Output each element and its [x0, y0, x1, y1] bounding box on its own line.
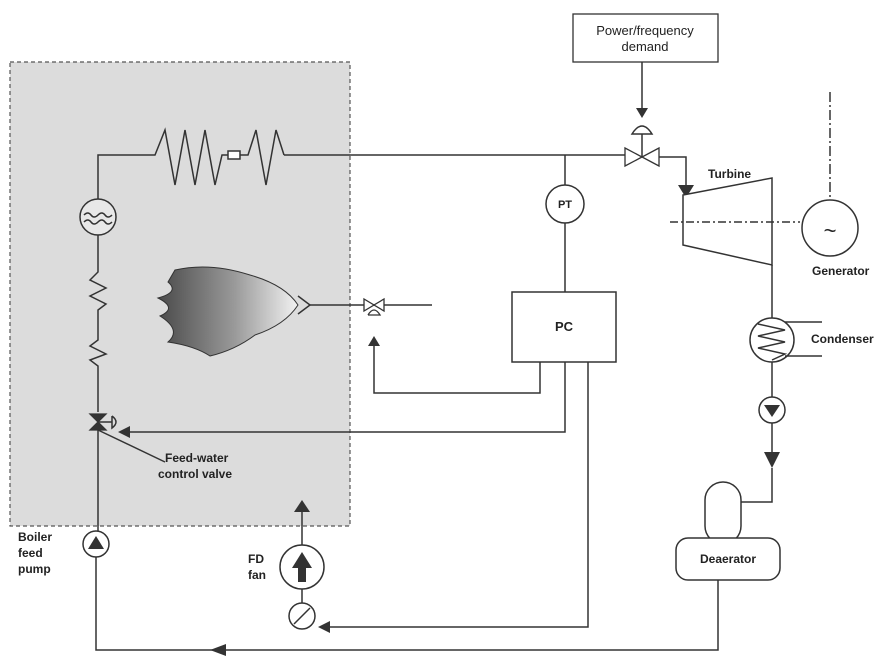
condensate-line — [740, 423, 773, 503]
deaerator-tank — [675, 537, 781, 581]
feed-water-actuator — [98, 415, 117, 430]
condenser-label: Condenser — [811, 332, 874, 346]
demand-box — [572, 13, 719, 63]
superheater-coil — [97, 127, 228, 200]
return-line — [95, 557, 719, 651]
downcomer-line — [88, 235, 108, 412]
pt-label: PT — [558, 199, 572, 211]
fw-valve-label-2: control valve — [158, 467, 232, 481]
deaerator-label: Deaerator — [700, 552, 756, 566]
pc-to-feedwater-arrow — [118, 426, 130, 438]
demand-label-2: demand — [622, 39, 669, 54]
pc-to-fd-fan — [330, 362, 589, 628]
return-arrow — [210, 644, 226, 656]
fw-valve-label-1: Feed-water — [165, 451, 229, 465]
feed-water-pointer — [97, 429, 166, 463]
fuel-valve-actuator — [367, 309, 382, 316]
fuel-signal-arrow — [368, 336, 380, 346]
pc-to-fuel-valve — [373, 346, 541, 394]
boiler-pump-label-1: Boiler — [18, 530, 52, 544]
steam-to-turbine — [659, 156, 687, 185]
pc-controller — [511, 291, 617, 363]
valve-actuator — [630, 125, 654, 135]
generator-symbol: ~ — [824, 218, 837, 243]
boiler-feed-pump-arrow — [88, 536, 104, 549]
turbine-label: Turbine — [708, 167, 751, 181]
superheater-junction — [227, 150, 241, 160]
fd-fan-label-2: fan — [248, 568, 266, 582]
boiler-pump-label-2: feed — [18, 546, 43, 560]
fd-air-arrow — [294, 500, 310, 512]
condensate-pump-arrow — [764, 405, 780, 417]
deaerator-dome — [704, 481, 742, 545]
pc-to-fd-fan-arrow — [318, 621, 330, 633]
condenser-coil — [757, 321, 822, 361]
fuel-valve — [363, 297, 385, 313]
steam-arrow — [678, 185, 694, 198]
burner-flame — [156, 266, 299, 357]
demand-arrow — [636, 108, 648, 118]
pc-label: PC — [555, 319, 574, 334]
condensate-arrow — [764, 452, 780, 468]
turbine-body — [682, 177, 773, 266]
generator — [801, 199, 859, 257]
fd-fan-arrow — [292, 552, 312, 582]
boiler-pump-label-3: pump — [18, 562, 51, 576]
generator-label: Generator — [812, 264, 870, 278]
pc-to-feedwater-valve — [130, 362, 566, 433]
steam-drum-water — [83, 212, 113, 225]
demand-label-1: Power/frequency — [596, 23, 694, 38]
reheater-coil — [240, 129, 285, 186]
fd-fan-label-1: FD — [248, 552, 264, 566]
fd-damper-blade — [293, 607, 311, 625]
